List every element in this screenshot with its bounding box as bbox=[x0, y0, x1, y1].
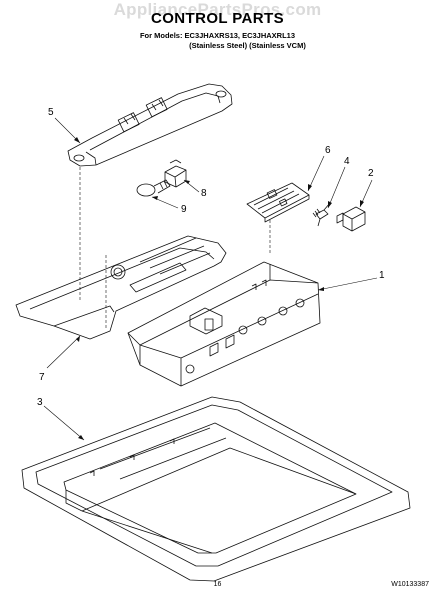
models-line-2: (Stainless Steel) (Stainless VCM) bbox=[189, 41, 306, 50]
page-number: 16 bbox=[213, 581, 222, 588]
part-9-bulb bbox=[136, 179, 171, 197]
callout-2: 2 bbox=[368, 168, 374, 179]
watermark: AppliancePartsPros.com bbox=[113, 0, 322, 19]
leader-lines bbox=[43, 117, 378, 441]
callout-4: 4 bbox=[344, 156, 350, 167]
callout-3: 3 bbox=[37, 397, 43, 408]
part-4-clip bbox=[312, 202, 331, 227]
part-6-control-board bbox=[246, 182, 310, 223]
callout-5: 5 bbox=[48, 107, 54, 118]
models-line-1: For Models: EC3JHAXRS13, EC3JHAXRL13 bbox=[139, 31, 296, 40]
callout-6: 6 bbox=[325, 145, 331, 156]
callout-1: 1 bbox=[379, 270, 385, 281]
callout-7: 7 bbox=[39, 372, 45, 383]
part-1-control-box bbox=[127, 261, 321, 387]
callout-9: 9 bbox=[181, 204, 187, 215]
arrow-heads bbox=[74, 137, 364, 440]
page-title: CONTROL PARTS bbox=[151, 10, 284, 27]
part-5-housing bbox=[67, 83, 233, 167]
document-number: W10133387 bbox=[391, 581, 429, 588]
model-list: For Models: EC3JHAXRS13, EC3JHAXRL13 (St… bbox=[0, 31, 435, 51]
part-7-control-panel bbox=[15, 235, 227, 340]
part-3-frame bbox=[21, 396, 411, 582]
part-2-connector bbox=[336, 206, 366, 232]
callout-8: 8 bbox=[201, 188, 207, 199]
alignment-lines bbox=[79, 167, 271, 330]
